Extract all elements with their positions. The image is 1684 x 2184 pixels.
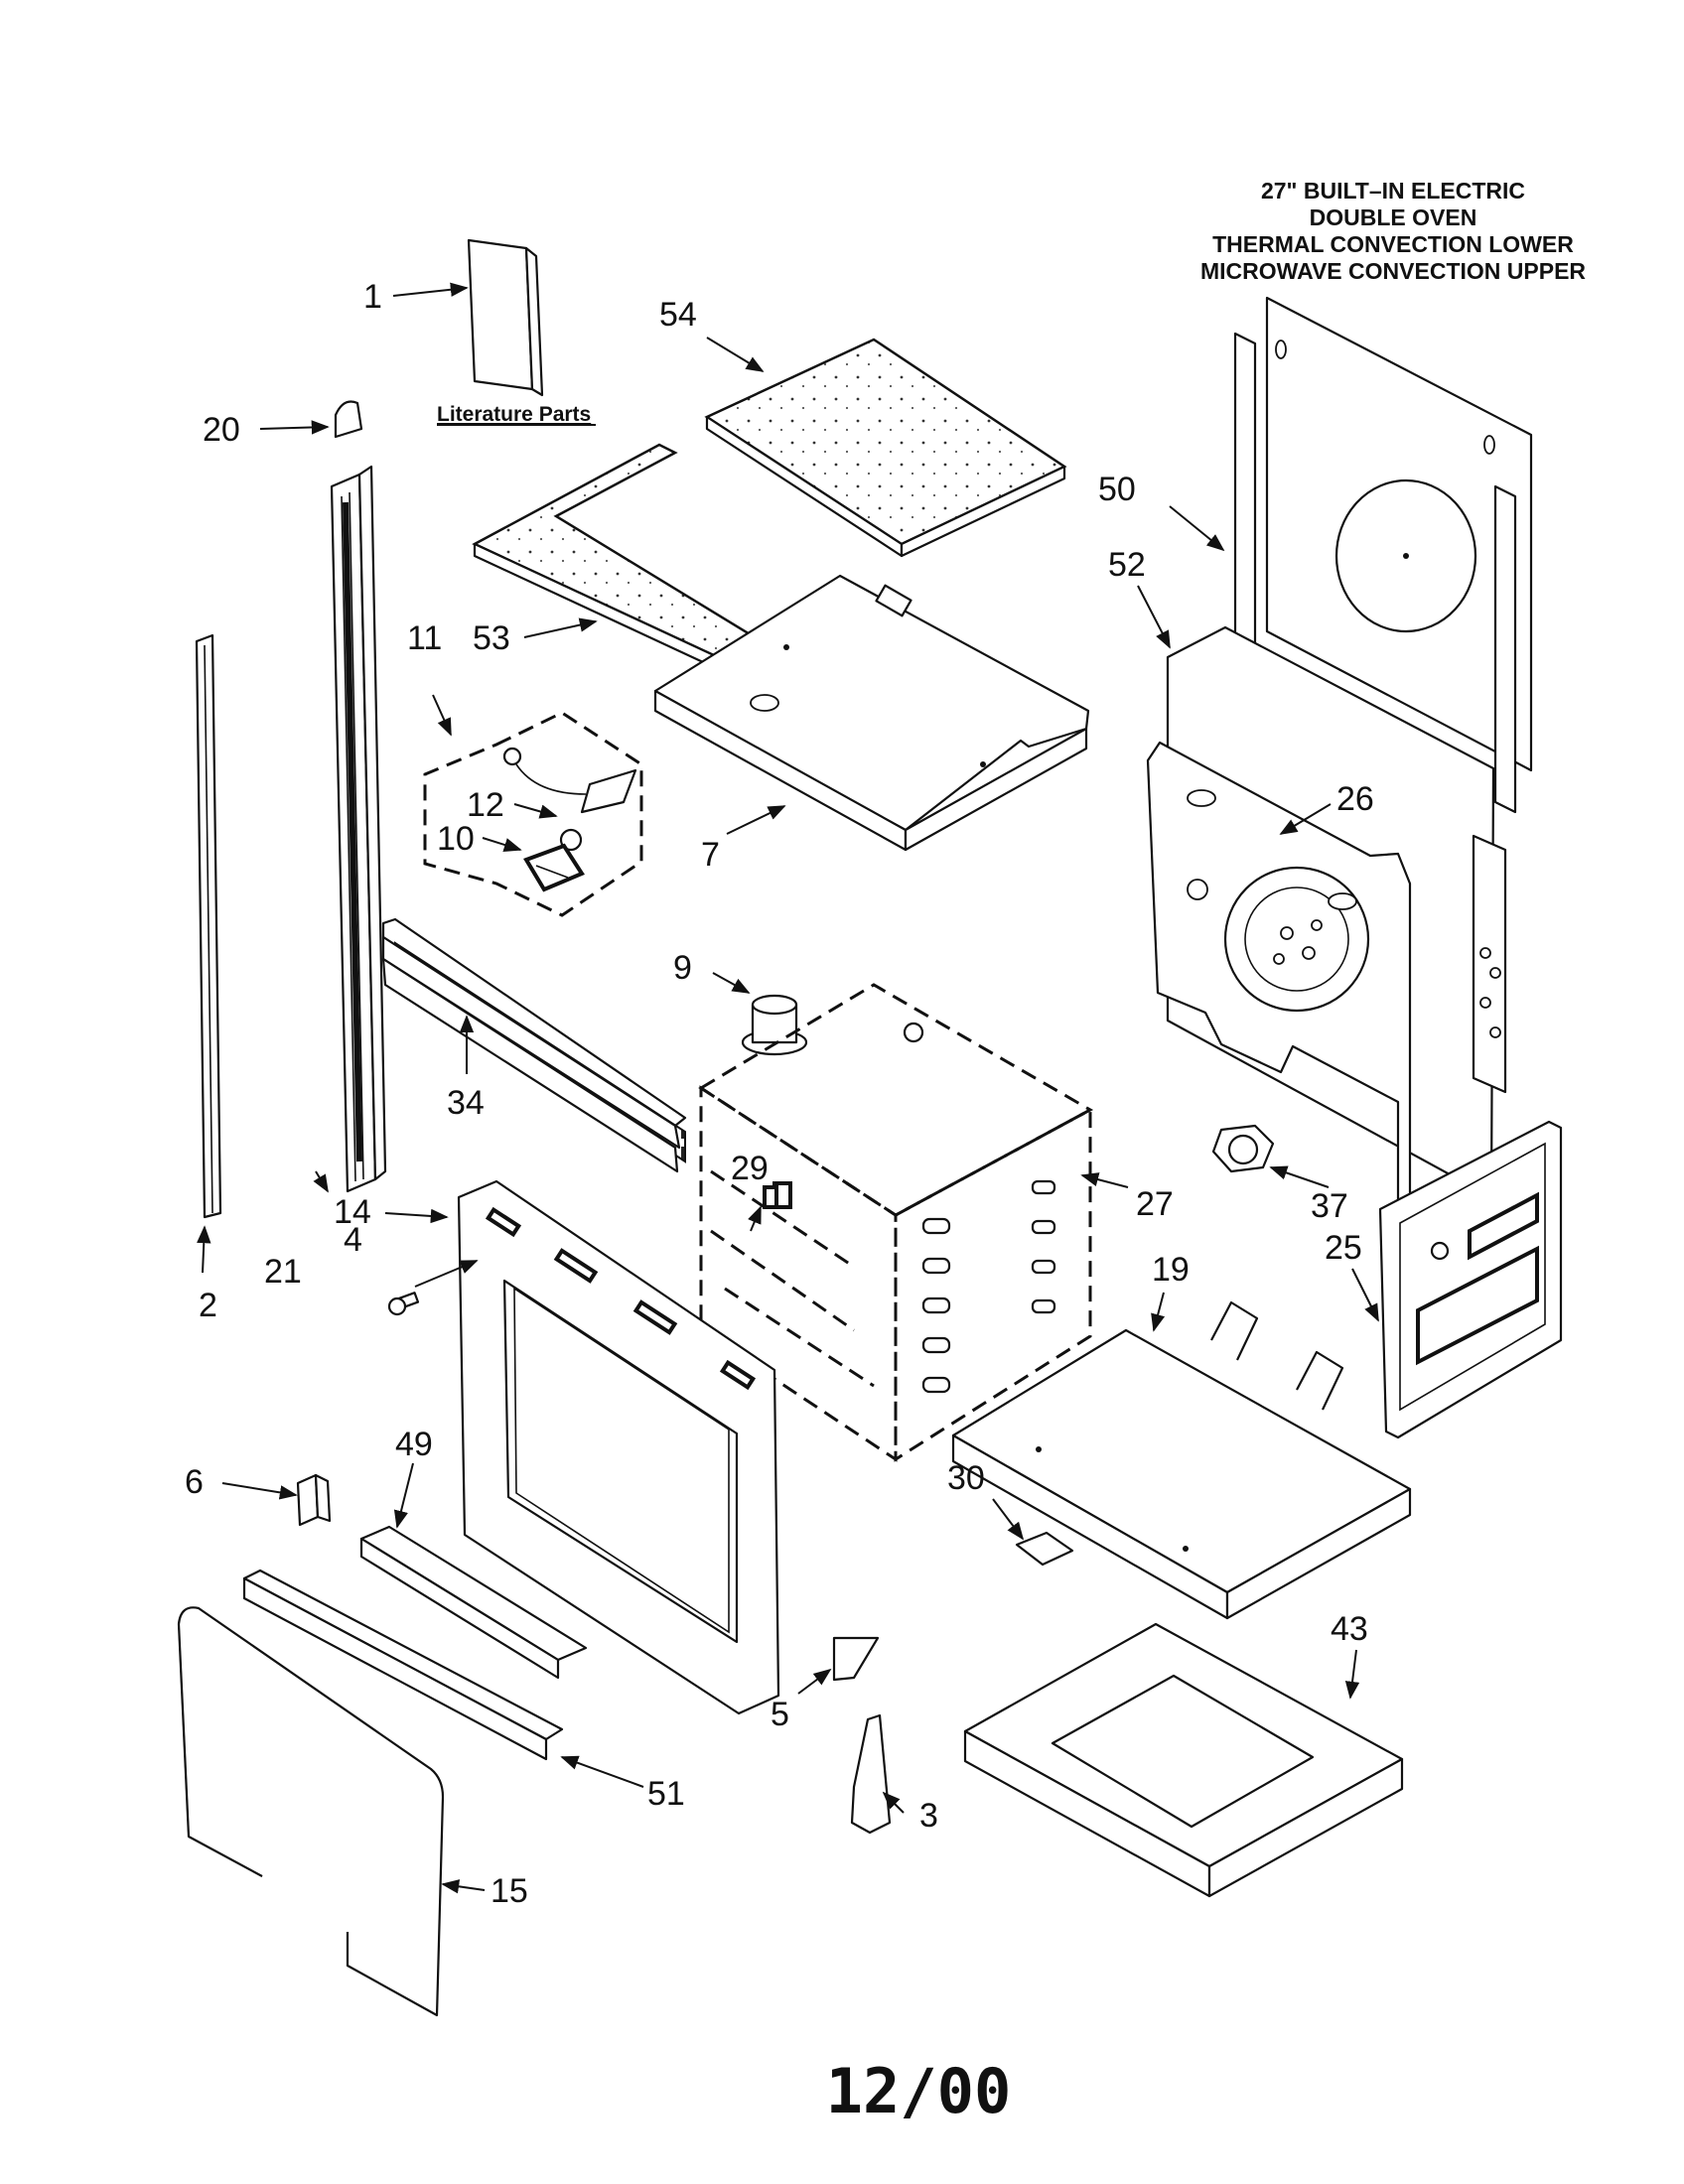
part-27-oven-cavity <box>698 983 1094 1462</box>
title-line-2: DOUBLE OVEN <box>1310 205 1477 230</box>
callout-14: 14 <box>334 1193 371 1231</box>
callout-12: 12 <box>467 786 504 824</box>
part-53-u-insulation <box>472 443 768 677</box>
callout-26: 26 <box>1336 780 1374 818</box>
part-34-louver-vent <box>381 917 687 1173</box>
literature-parts-label: Literature Parts <box>437 403 591 426</box>
callout-52: 52 <box>1108 546 1146 584</box>
rack-supports <box>921 1179 1056 1394</box>
part-2-left-trim <box>195 633 222 1219</box>
leader-lines <box>197 282 1379 1894</box>
title-line-3: THERMAL CONVECTION LOWER <box>1212 231 1574 257</box>
date-code: 12/00 <box>826 2055 1012 2127</box>
callout-11: 11 <box>407 619 442 657</box>
part-15-seal <box>177 1606 445 2017</box>
part-50-back-panel <box>1233 296 1533 814</box>
part-4-screw <box>387 1292 420 1316</box>
callout-29: 29 <box>731 1150 769 1187</box>
callout-37: 37 <box>1311 1187 1348 1225</box>
part-43-bottom-tray <box>963 1622 1404 1898</box>
callout-3: 3 <box>919 1797 938 1835</box>
callout-15: 15 <box>491 1872 528 1910</box>
diagram-title: 27" BUILT–IN ELECTRIC DOUBLE OVEN THERMA… <box>1200 178 1586 284</box>
part-54-top-insulation <box>704 338 1067 558</box>
callout-6: 6 <box>185 1463 204 1501</box>
callout-25: 25 <box>1325 1229 1362 1267</box>
part-37-thermostat <box>1211 1124 1275 1173</box>
part-25-control-panel <box>1378 1120 1563 1439</box>
callout-5: 5 <box>771 1696 789 1733</box>
part-19-lower-panel <box>951 1300 1412 1620</box>
title-line-1: 27" BUILT–IN ELECTRIC <box>1261 178 1525 204</box>
callout-30: 30 <box>947 1459 985 1497</box>
callout-10: 10 <box>437 820 475 858</box>
part-20-cap <box>334 400 363 439</box>
callout-20: 20 <box>203 411 240 449</box>
callout-53: 53 <box>473 619 510 657</box>
callout-49: 49 <box>395 1426 433 1463</box>
part-6-bracket <box>296 1473 332 1527</box>
part-9-motor <box>741 994 808 1056</box>
callout-19: 19 <box>1152 1251 1190 1289</box>
part-51-front-trim <box>242 1569 564 1761</box>
callout-7: 7 <box>701 836 720 874</box>
part-7-top-panel <box>653 574 1090 852</box>
part-14-front-frame <box>457 1179 780 1715</box>
part-5-gusset <box>832 1636 880 1682</box>
callout-1: 1 <box>363 278 382 316</box>
callout-51: 51 <box>647 1775 685 1813</box>
callout-numbers: 1 2 3 4 5 6 7 9 10 11 12 14 15 19 20 21 … <box>185 278 1374 1910</box>
part-11-terminal-kit <box>423 711 643 917</box>
part-1-literature: Literature Parts <box>437 238 596 426</box>
callout-50: 50 <box>1098 471 1136 508</box>
callout-34: 34 <box>447 1084 485 1122</box>
part-21-left-channel <box>330 465 387 1193</box>
part-26-side-flange <box>1472 834 1507 1094</box>
part-30-clip <box>1015 1531 1074 1567</box>
part-49-rail <box>359 1525 588 1680</box>
part-3-hinge <box>850 1713 892 1835</box>
callout-21: 21 <box>264 1253 302 1291</box>
callout-9: 9 <box>673 949 692 987</box>
part-26-fan-panel <box>1146 741 1412 1217</box>
callout-2: 2 <box>199 1287 217 1324</box>
callout-27: 27 <box>1136 1185 1174 1223</box>
callout-54: 54 <box>659 296 697 334</box>
part-29-bracket <box>763 1185 778 1209</box>
callout-4: 4 <box>344 1221 362 1259</box>
title-line-4: MICROWAVE CONVECTION UPPER <box>1200 258 1586 284</box>
callout-43: 43 <box>1331 1610 1368 1648</box>
